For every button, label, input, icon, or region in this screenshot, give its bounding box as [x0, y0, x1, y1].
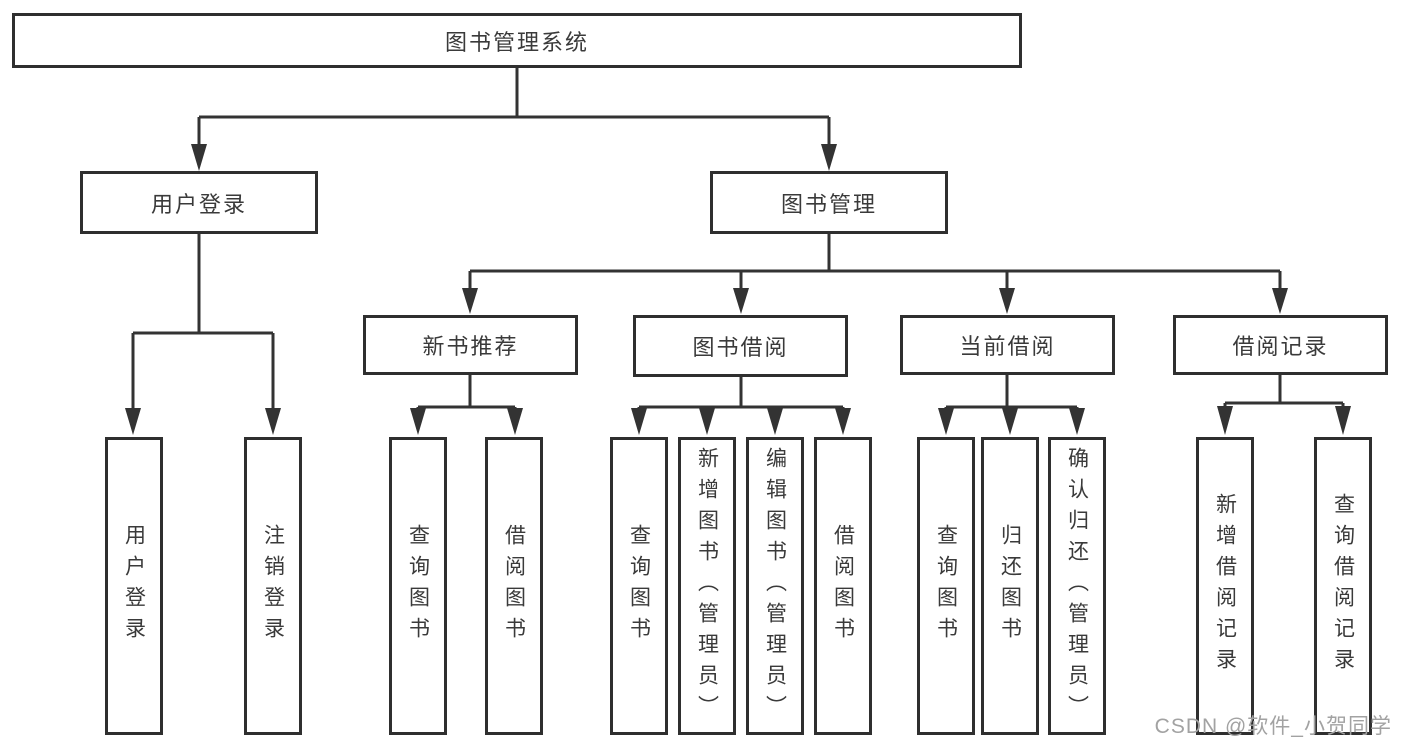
- arrowhead-leaf-bb-query: [631, 408, 647, 435]
- leaf-logout: 注销登录: [244, 437, 302, 735]
- node-new-book-recommend: 新书推荐: [363, 315, 578, 375]
- arrowhead-leaf-user-login: [125, 408, 141, 435]
- connector-root-to-level2: [197, 66, 831, 146]
- leaf-user-login: 用户登录: [105, 437, 163, 735]
- connector-new-book-branch: [416, 375, 517, 410]
- connector-borrow-record-branch: [1223, 375, 1345, 407]
- leaf-query-books-current: 查询图书: [917, 437, 975, 735]
- node-user-login: 用户登录: [80, 171, 318, 234]
- arrowhead-current-borrow: [999, 288, 1015, 314]
- leaf-confirm-return-admin: 确认归还（管理员）: [1048, 437, 1106, 735]
- arrowhead-leaf-nb-borrow: [507, 408, 523, 435]
- leaf-add-books-admin: 新增图书（管理员）: [678, 437, 736, 735]
- node-book-management: 图书管理: [710, 171, 948, 234]
- connector-user-login-branch: [131, 234, 275, 409]
- arrowhead-leaf-bb-borrow: [835, 408, 851, 435]
- csdn-watermark: CSDN @软件_小贺同学: [1154, 715, 1392, 738]
- leaf-add-borrow-record: 新增借阅记录: [1196, 437, 1254, 735]
- arrowhead-user-login: [191, 144, 207, 171]
- arrowhead-leaf-cb-return: [1002, 408, 1018, 435]
- arrowhead-leaf-bb-add: [699, 408, 715, 435]
- arrowhead-new-book-recommend: [462, 288, 478, 314]
- leaf-query-books-borrow: 查询图书: [610, 437, 668, 735]
- arrowhead-book-borrow: [733, 288, 749, 314]
- arrowhead-leaf-logout: [265, 408, 281, 435]
- arrowhead-leaf-nb-query: [410, 408, 426, 435]
- node-borrow-record: 借阅记录: [1173, 315, 1388, 375]
- connector-book-borrow-branch: [637, 377, 845, 410]
- leaf-edit-books-admin: 编辑图书（管理员）: [746, 437, 804, 735]
- leaf-return-books: 归还图书: [981, 437, 1039, 735]
- connector-book-management-branch: [468, 234, 1282, 290]
- connector-current-borrow-branch: [944, 375, 1079, 410]
- leaf-borrow-books: 借阅图书: [814, 437, 872, 735]
- node-current-borrow: 当前借阅: [900, 315, 1115, 375]
- arrowhead-book-management: [821, 144, 837, 171]
- node-root-library-management-system: 图书管理系统: [12, 13, 1022, 68]
- arrowhead-leaf-br-query: [1335, 406, 1351, 435]
- arrowhead-leaf-cb-query: [938, 408, 954, 435]
- arrowhead-leaf-bb-edit: [767, 408, 783, 435]
- leaf-borrow-books-recommend: 借阅图书: [485, 437, 543, 735]
- arrowhead-leaf-br-add: [1217, 406, 1233, 435]
- arrowhead-leaf-cb-confirm: [1069, 408, 1085, 435]
- node-book-borrow: 图书借阅: [633, 315, 848, 377]
- leaf-query-borrow-record: 查询借阅记录: [1314, 437, 1372, 735]
- arrowhead-borrow-record: [1272, 288, 1288, 314]
- leaf-query-books-recommend: 查询图书: [389, 437, 447, 735]
